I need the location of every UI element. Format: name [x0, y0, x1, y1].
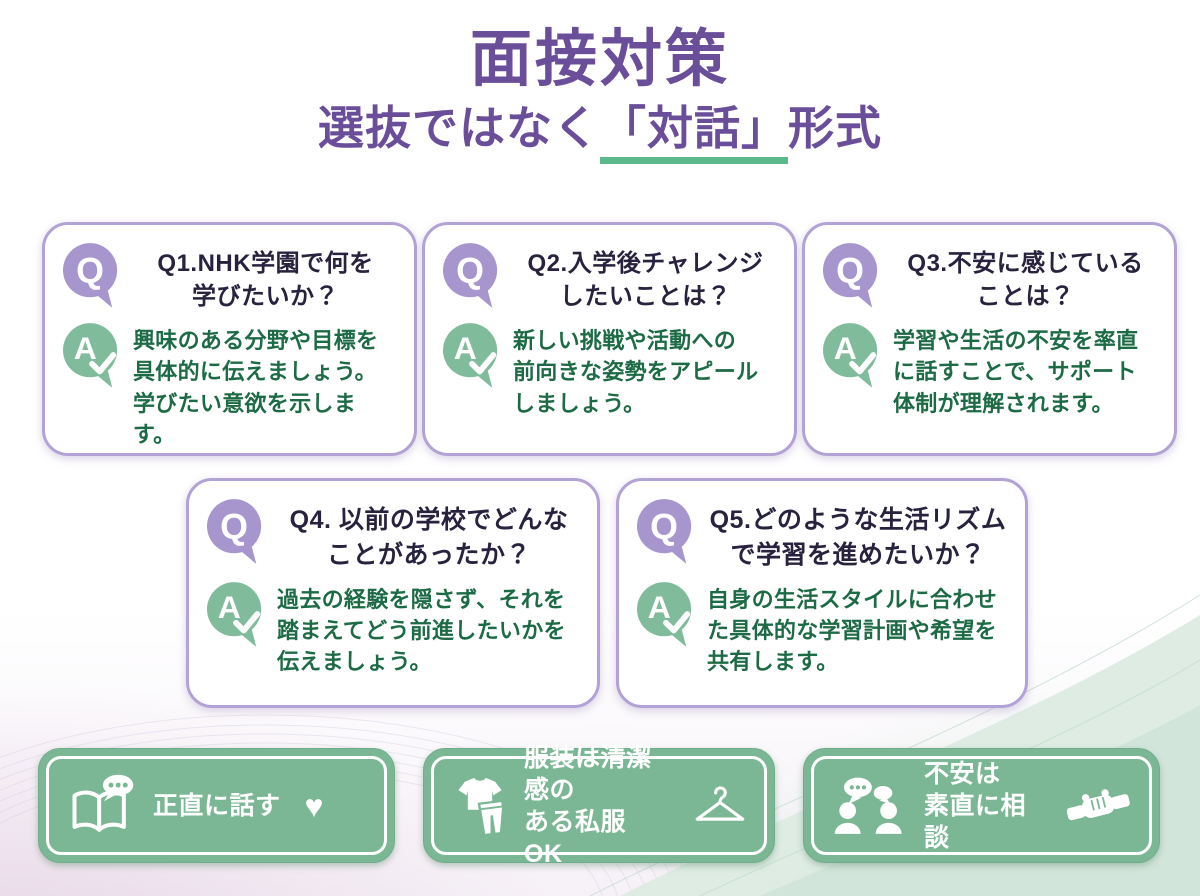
question-row: Q Q5.どのような生活リズム で学習を進めたいか？ — [637, 499, 1009, 572]
question-text: Q5.どのような生活リズム で学習を進めたいか？ — [709, 506, 1007, 569]
answer-row: A 過去の経験を隠さず、それを 踏まえてどう前進したいかを 伝えましょう。 — [207, 582, 581, 678]
question-row: Q Q4. 以前の学校でどんな ことがあったか？ — [207, 499, 581, 572]
clothes-icon — [458, 777, 505, 837]
a-bubble-icon: A — [823, 323, 878, 389]
answer-text: 興味のある分野や目標を 具体的に伝えましょう。 学びたい意欲を示します。 — [133, 328, 379, 447]
check-icon — [849, 352, 877, 375]
q-bubble-icon: Q — [637, 499, 692, 564]
tip-card-consult: 不安は 素直に相談 — [803, 748, 1160, 863]
svg-text:Q: Q — [76, 251, 104, 291]
svg-text:Q: Q — [836, 251, 864, 291]
a-bubble-icon: A — [443, 323, 498, 389]
question-text: Q3.不安に感じている ことは？ — [907, 250, 1144, 311]
check-icon — [89, 352, 117, 375]
hanger-icon — [695, 785, 745, 821]
question-text: Q4. 以前の学校でどんな ことがあったか？ — [289, 506, 569, 569]
subtitle-post: 形式 — [788, 102, 882, 155]
question-text: Q1.NHK学園で何を 学びたいか？ — [157, 250, 374, 311]
header: 面接対策 選抜ではなく「対話」形式 — [0, 0, 1200, 165]
subtitle-highlight: 「対話」 — [600, 102, 788, 165]
answer-row: A 興味のある分野や目標を 具体的に伝えましょう。 学びたい意欲を示します。 — [63, 323, 398, 450]
check-icon — [233, 611, 261, 634]
svg-text:Q: Q — [456, 251, 484, 291]
handshake-icon — [1066, 788, 1130, 820]
svg-text:Q: Q — [650, 507, 678, 547]
svg-text:A: A — [218, 589, 241, 625]
question-text: Q2.入学後チャレンジ したいことは？ — [527, 250, 764, 311]
tip-card-clothing: 服装は清潔感の ある私服OK — [423, 744, 775, 868]
question-row: Q Q3.不安に感じている ことは？ — [823, 243, 1158, 313]
check-icon — [469, 352, 497, 375]
heart-icon: ♥ — [304, 787, 324, 824]
question-row: Q Q2.入学後チャレンジ したいことは？ — [443, 243, 778, 313]
check-icon — [663, 611, 691, 634]
a-bubble-icon: A — [207, 582, 262, 647]
svg-text:A: A — [834, 330, 857, 366]
qa-card-5: Q Q5.どのような生活リズム で学習を進めたいか？ A 自身の生活スタイルに合… — [616, 478, 1028, 708]
qa-card-1: Q Q1.NHK学園で何を 学びたいか？ A 興味のある分野や目標を 具体的に伝… — [42, 222, 417, 456]
svg-text:A: A — [454, 330, 477, 366]
q-bubble-icon: Q — [63, 243, 118, 308]
answer-text: 過去の経験を隠さず、それを 踏まえてどう前進したいかを 伝えましょう。 — [277, 587, 566, 675]
page-title: 面接対策 — [469, 25, 730, 94]
tip-card-speak-honestly: 正直に話す ♥ — [38, 748, 395, 863]
answer-text: 自身の生活スタイルに合わせ た具体的な学習計画や希望を 共有します。 — [707, 587, 997, 675]
q-bubble-icon: Q — [823, 243, 878, 308]
qa-card-4: Q Q4. 以前の学校でどんな ことがあったか？ A 過去の経験を隠さず、それを… — [186, 478, 600, 708]
svg-text:Q: Q — [220, 507, 248, 547]
svg-text:A: A — [74, 330, 97, 366]
page-subtitle: 選抜ではなく「対話」形式 — [0, 102, 1200, 165]
book-chat-icon — [72, 774, 134, 832]
subtitle-pre: 選抜ではなく — [318, 102, 600, 155]
q-bubble-icon: Q — [443, 243, 498, 308]
question-row: Q Q1.NHK学園で何を 学びたいか？ — [63, 243, 398, 313]
q-bubble-icon: Q — [207, 499, 262, 564]
tip-label: 正直に話す — [153, 791, 281, 820]
qa-card-3: Q Q3.不安に感じている ことは？ A 学習や生活の不安を率直 に話すことで、… — [802, 222, 1177, 456]
a-bubble-icon: A — [63, 323, 118, 389]
people-chat-icon — [834, 777, 902, 834]
tip-label: 服装は清潔感の ある私服OK — [524, 743, 652, 868]
answer-text: 学習や生活の不安を率直 に話すことで、サポート 体制が理解されます。 — [893, 328, 1139, 416]
qa-card-2: Q Q2.入学後チャレンジ したいことは？ A 新しい挑戦や活動への 前向きな姿… — [422, 222, 797, 456]
a-bubble-icon: A — [637, 582, 692, 647]
answer-text: 新しい挑戦や活動への 前向きな姿勢をアピール しましょう。 — [513, 328, 759, 416]
answer-row: A 新しい挑戦や活動への 前向きな姿勢をアピール しましょう。 — [443, 323, 778, 419]
answer-row: A 自身の生活スタイルに合わせ た具体的な学習計画や希望を 共有します。 — [637, 582, 1009, 678]
svg-text:A: A — [648, 589, 671, 625]
tip-label: 不安は 素直に相談 — [924, 759, 1027, 852]
answer-row: A 学習や生活の不安を率直 に話すことで、サポート 体制が理解されます。 — [823, 323, 1158, 419]
